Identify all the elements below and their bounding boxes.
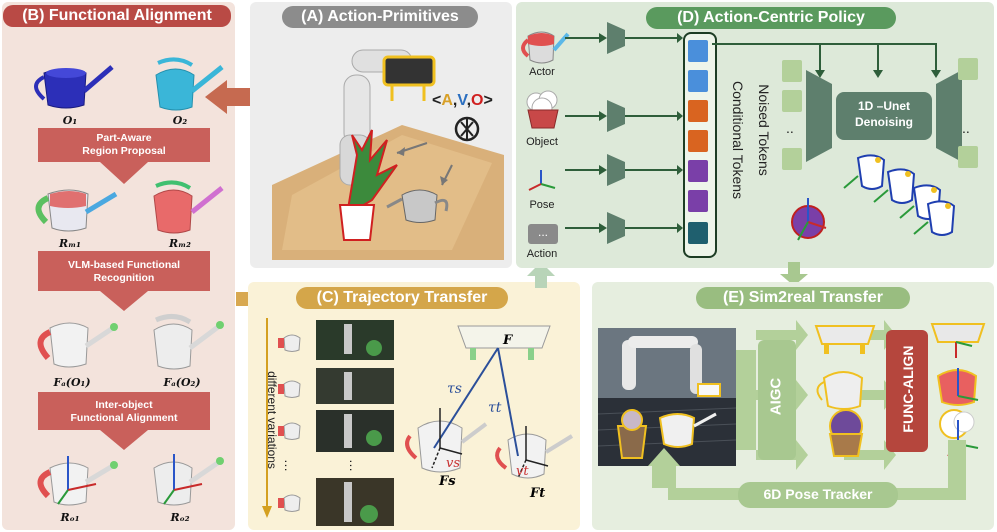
output-dots: .. <box>962 120 970 136</box>
label-v-s: vs <box>446 456 461 471</box>
input-object-label: Object <box>526 136 558 148</box>
avo-v: V <box>457 92 467 109</box>
avo-tuple: <A,V,O> <box>432 92 493 110</box>
encoders <box>565 22 683 244</box>
real-robot-photo <box>598 328 736 466</box>
label-f: F <box>503 333 513 348</box>
aligned-2-image <box>153 454 224 506</box>
output-poses-image <box>791 154 956 241</box>
label-f-s: Fs <box>439 474 456 489</box>
watering-can-o2-image <box>155 57 224 111</box>
avo-open: < <box>432 92 442 109</box>
step2-arrow <box>38 251 210 311</box>
avo-comma-1: , <box>452 92 458 109</box>
panel-d-title: (D) Action-Centric Policy <box>646 7 896 29</box>
caption-rm2: Rₘ₂ <box>169 237 191 250</box>
aligned-1-image <box>37 456 118 506</box>
caption-ro1: Rₒ₁ <box>60 511 80 524</box>
pose-axes-icon <box>528 170 556 191</box>
panel-e-title: (E) Sim2real Transfer <box>696 287 910 309</box>
label-f-t: Ft <box>530 486 546 501</box>
input-action-label: Action <box>526 248 558 260</box>
input-pose-label: Pose <box>529 199 555 211</box>
trajectory-diagram <box>405 325 574 479</box>
label-v-t: vt <box>516 464 529 479</box>
region-proposal-2-image <box>153 180 224 234</box>
actor-icon <box>521 31 570 64</box>
llm-logo-icon <box>454 116 480 142</box>
caption-fa2: Fₐ(O₂) <box>163 376 201 389</box>
caption-fa1: Fₐ(O₁) <box>53 376 91 389</box>
step2-label: VLM-based Functional Recognition <box>67 259 180 284</box>
robot-scene-image <box>272 49 504 260</box>
noised-dots: .. <box>786 120 794 136</box>
panel-a-title: (A) Action-Primitives <box>282 6 478 28</box>
panel-b-title: (B) Functional Alignment <box>3 5 231 27</box>
avo-close: > <box>483 92 493 109</box>
caption-ro2: Rₒ₂ <box>170 511 190 524</box>
func-align-block <box>886 330 928 452</box>
caption-rm1: Rₘ₁ <box>59 237 81 250</box>
object-icon <box>526 90 559 129</box>
step1-label: Part-Aware Region Proposal <box>82 132 166 157</box>
noised-tokens-label: Noised Tokens <box>756 84 772 176</box>
region-proposal-1-image <box>35 189 118 232</box>
avo-a: A <box>441 92 453 109</box>
panel-c <box>248 282 580 530</box>
step3-arrow <box>38 392 210 450</box>
unet-label: 1D –Unet Denoising <box>854 99 913 129</box>
action-chip: ... <box>528 224 558 244</box>
token-to-unet-arrows <box>712 43 941 78</box>
input-actor-label: Actor <box>529 66 555 78</box>
functional-1-image <box>37 322 118 368</box>
aigc-label: AIGC <box>767 377 785 416</box>
conditional-tokens <box>688 40 708 244</box>
caption-o2: O₂ <box>172 114 188 127</box>
caption-o1: O₁ <box>62 114 78 127</box>
func-align-label: FUNC-ALIGN <box>900 345 916 433</box>
watering-can-o1-image <box>34 65 114 109</box>
step3-label: Inter-object Functional Alignment <box>70 399 178 424</box>
label-tau-s: τs <box>447 381 462 397</box>
step1-arrow <box>38 128 210 184</box>
panel-c-title: (C) Trajectory Transfer <box>296 287 508 309</box>
output-tokens <box>958 58 978 168</box>
dots-left: … <box>282 459 297 472</box>
unet-blocks <box>806 70 962 162</box>
dots-right: … <box>347 459 362 472</box>
arrow-d-to-e <box>780 262 808 286</box>
variation-arrow <box>262 318 272 518</box>
label-tau-t: τt <box>488 400 502 416</box>
functional-2-image <box>153 314 224 370</box>
avo-comma-2: , <box>466 92 472 109</box>
avo-o: O <box>471 92 484 109</box>
pose-tracker-label: 6D Pose Tracker <box>763 486 873 502</box>
variation-thumbnails <box>278 320 394 526</box>
aigc-objects <box>814 325 876 457</box>
noised-tokens <box>782 60 802 170</box>
conditional-tokens-label: Conditional Tokens <box>730 80 746 200</box>
pose-tracker-loop <box>648 440 966 508</box>
arrow-c-to-d <box>527 262 555 288</box>
